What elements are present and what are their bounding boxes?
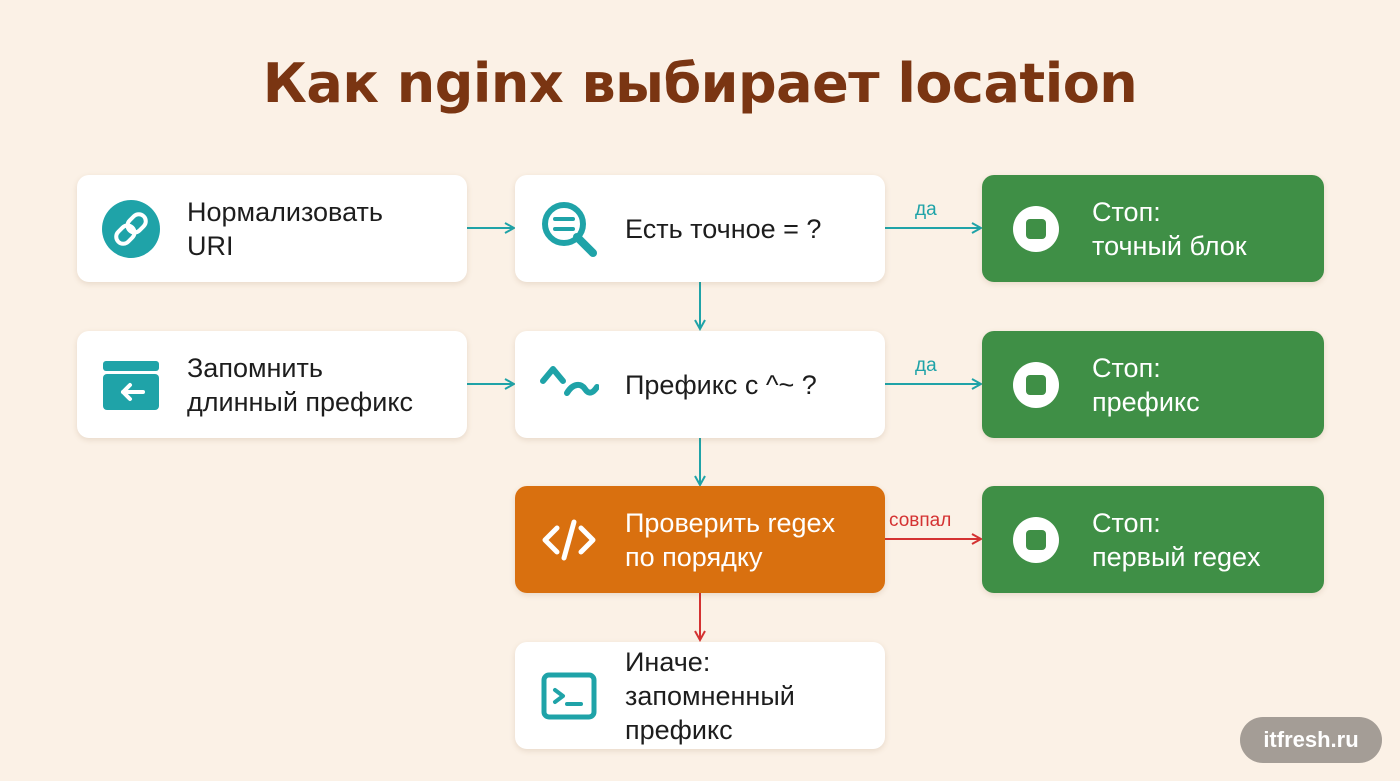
node-remember-prefix: Запомнить длинный префикс	[77, 331, 467, 438]
terminal-icon	[537, 664, 601, 728]
watermark-badge: itfresh.ru	[1240, 717, 1382, 763]
node-label: Есть точное = ?	[625, 213, 822, 244]
diagram-title: Как nginx выбирает location	[262, 52, 1138, 115]
node-prefix-check: Префикс с ^~ ?	[515, 331, 885, 438]
node-label: Префикс с ^~ ?	[625, 369, 817, 400]
stop-icon	[1004, 508, 1068, 572]
code-icon	[537, 508, 601, 572]
node-label: Стоп: префикс	[1092, 352, 1200, 417]
node-label: Стоп: первый regex	[1092, 507, 1261, 572]
edge-label-prefix-yes: да	[915, 355, 937, 376]
node-label: Проверить regex по порядку	[625, 507, 836, 572]
edge-label-regex-match: совпал	[889, 510, 952, 531]
node-label: Нормализовать URI	[187, 196, 383, 261]
node-label: Запомнить длинный префикс	[187, 352, 413, 417]
search-icon	[537, 197, 601, 261]
caret-tilde-icon	[537, 353, 601, 417]
stop-icon	[1004, 197, 1068, 261]
link-icon	[99, 197, 163, 261]
edge-label-exact-yes: да	[915, 199, 937, 220]
node-regex-check: Проверить regex по порядку	[515, 486, 885, 593]
node-label: Стоп: точный блок	[1092, 196, 1247, 261]
node-normalize-uri: Нормализовать URI	[77, 175, 467, 282]
node-label: Иначе: запомненный префикс	[625, 646, 795, 745]
node-fallback: Иначе: запомненный префикс	[515, 642, 885, 749]
node-stop-exact: Стоп: точный блок	[982, 175, 1324, 282]
card-arrow-icon	[99, 353, 163, 417]
node-exact-check: Есть точное = ?	[515, 175, 885, 282]
node-stop-regex: Стоп: первый regex	[982, 486, 1324, 593]
stop-icon	[1004, 353, 1068, 417]
node-stop-prefix: Стоп: префикс	[982, 331, 1324, 438]
